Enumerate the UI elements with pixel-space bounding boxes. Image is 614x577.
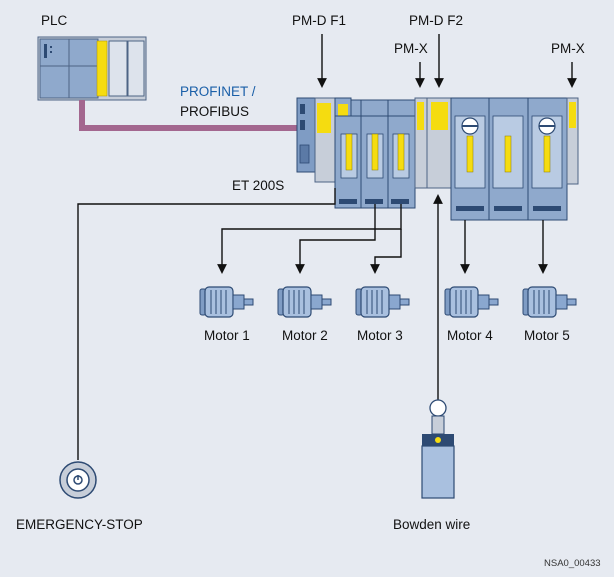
pmdf1-label: PM-D F1 [292,13,346,28]
document-id: NSA0_00433 [544,558,601,569]
bus-label-line2: PROFIBUS [180,104,249,119]
bowden-wire-label: Bowden wire [393,517,470,532]
wire-emergency-stop [77,188,336,460]
motor3-label: Motor 3 [357,328,403,343]
wire-motor3 [370,229,402,274]
pmdf2-label: PM-D F2 [409,13,463,28]
motor2-label: Motor 2 [282,328,328,343]
et200s-station [296,97,579,221]
pmx-left-label: PM-X [394,41,428,56]
motor5-label: Motor 5 [524,328,570,343]
wire-motor2 [295,204,376,274]
motor4-label: Motor 4 [447,328,493,343]
plc-label: PLC [41,13,68,28]
wire-motor1 [217,204,402,274]
bus-label-line1: PROFINET / [180,84,256,99]
motor1-label: Motor 1 [204,328,250,343]
bus-cable [79,100,301,131]
et200s-label: ET 200S [232,178,284,193]
plc-icon [37,36,147,101]
pmx-right-label: PM-X [551,41,585,56]
emergency-stop-label: EMERGENCY-STOP [16,517,143,532]
bowden-switch-icon [421,399,455,499]
emergency-stop-icon [59,461,97,499]
